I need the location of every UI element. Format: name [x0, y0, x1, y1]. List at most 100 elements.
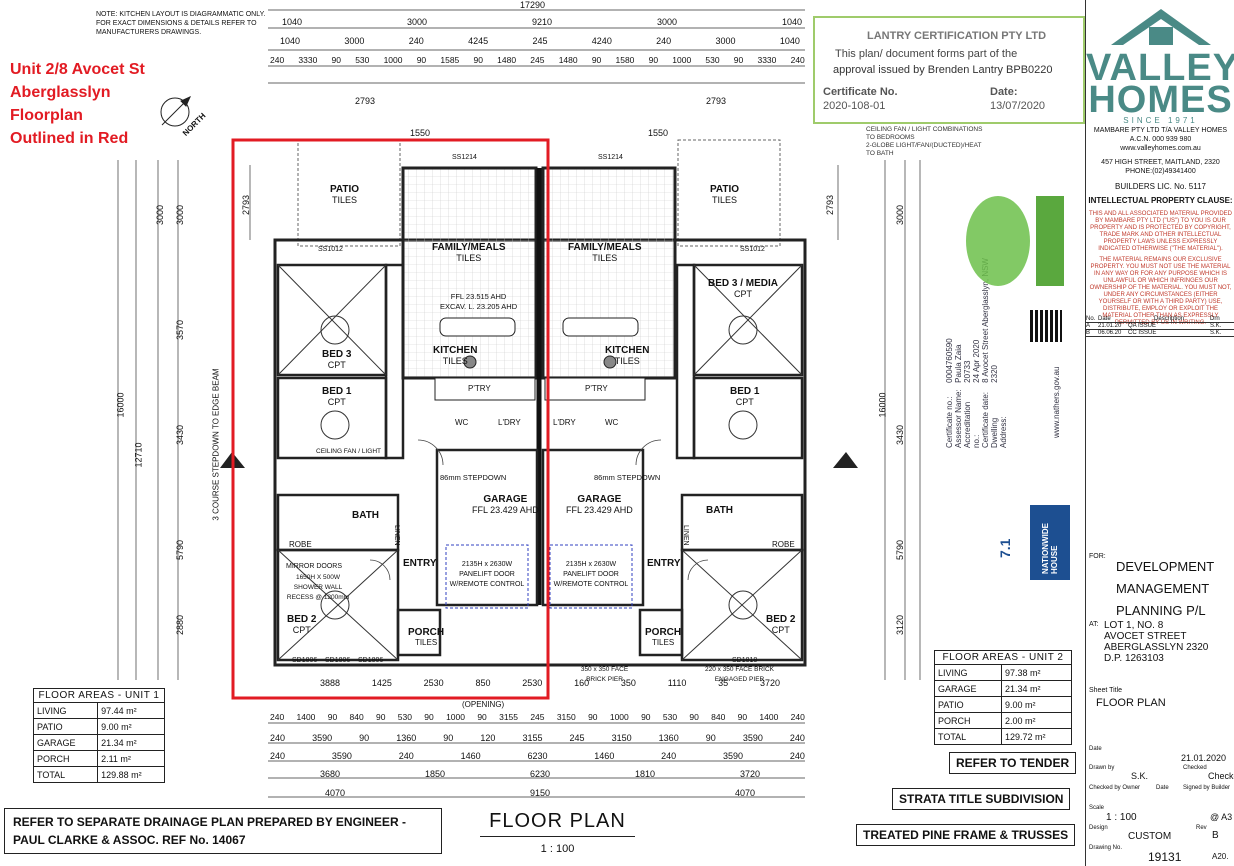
dim-value: 245 [530, 712, 545, 722]
dim-value: 240 [661, 751, 677, 761]
qr-code-icon [1030, 310, 1062, 342]
area-value: 2.11 m² [97, 750, 164, 767]
room-name: KITCHEN [433, 345, 478, 356]
table-row: B 06.06.20 CC ISSUE S.K. [1086, 330, 1234, 337]
room-name: FAMILY/MEALS [568, 242, 642, 253]
room-finish: CPT [327, 397, 346, 407]
dim-value: 1110 [667, 678, 687, 688]
dim-value: 2793 [825, 194, 836, 216]
drainage-note: REFER TO SEPARATE DRAINAGE PLAN PREPARED… [4, 808, 442, 854]
dim-value: 840 [711, 712, 726, 722]
room-finish: FFL 23.429 AHD [566, 505, 633, 515]
unit-title-line: Aberglasslyn [10, 84, 111, 101]
dim-value: 1040 [779, 36, 800, 46]
garage-door-note-right: 2135H x 2630W PANELIFT DOOR W/REMOTE CON… [553, 561, 629, 588]
rev-col: Drn [1210, 316, 1220, 322]
dim-value: 3000 [406, 17, 428, 27]
dim-value: 35 [718, 678, 729, 688]
unit-outline-red [231, 138, 550, 700]
dim-value: 90 [588, 712, 598, 722]
room-name: GARAGE [483, 494, 528, 505]
dim-value: 530 [355, 55, 370, 65]
dim-value: 1400 [296, 712, 316, 722]
section-marker-right [833, 452, 858, 468]
dim-value: 9150 [529, 788, 551, 798]
room-name: ENTRY [647, 558, 681, 569]
checked-owner-label: Checked by Owner [1089, 785, 1141, 791]
dim-value: 1360 [658, 733, 679, 743]
area-label: LIVING [935, 664, 1002, 681]
room-name: KITCHEN [605, 345, 650, 356]
room-finish: TILES [332, 195, 358, 205]
title-block: VALLEY HOMES SINCE 1971 MAMBARE PTY LTD … [1085, 0, 1234, 866]
dim-value: 3570 [175, 319, 186, 341]
area-value: 2.00 m² [1001, 712, 1071, 729]
brand-name: VALLEY [1086, 47, 1234, 89]
dim-value: 120 [480, 733, 496, 743]
dim-value: 90 [641, 712, 651, 722]
shower-note-left: 1650H X 500W SHOWER WALL RECESS @ 1200mm [286, 574, 350, 601]
dim-value: 6230 [529, 769, 550, 779]
room-name: PATIO [710, 184, 740, 195]
room-name: BATH [352, 510, 380, 521]
builders-licence: BUILDERS LIC. No. 5117 [1114, 182, 1206, 191]
drawn-by: S.K. [1131, 771, 1149, 781]
dim-row: 240 3590 90 1360 90 120 3155 245 3150 13… [270, 733, 805, 743]
dim-value: 3000 [656, 17, 677, 27]
dim-value: 6230 [527, 751, 548, 761]
certificate-date-label: Date: [990, 86, 1018, 98]
ip-clause-text: THIS AND ALL ASSOCIATED MATERIAL PROVIDE… [1088, 211, 1233, 252]
treated-pine-stamp: TREATED PINE FRAME & TRUSSES [856, 824, 1076, 846]
dim-value: 850 [475, 678, 491, 688]
drainage-line: REFER TO SEPARATE DRAINAGE PLAN PREPARED… [13, 815, 406, 829]
rev-col: Date [1098, 316, 1111, 322]
pantry-right: P'TRY [585, 384, 608, 393]
dim-value: 530 [397, 712, 412, 722]
dim-value: 350 [620, 678, 636, 688]
top-dimension-lines [268, 9, 805, 84]
nathers-star-rating: 7.1 [990, 510, 1020, 580]
dim-value: 90 [705, 733, 716, 743]
robe-left: ROBE [289, 540, 312, 549]
dim-value: 1000 [383, 55, 403, 65]
site-line: LOT 1, NO. 8 [1104, 620, 1164, 631]
dim-value: 1360 [396, 733, 417, 743]
company-web: www.valleyhomes.com.au [1120, 145, 1201, 152]
site-line: AVOCET STREET [1104, 631, 1187, 642]
area-label: PORCH [34, 750, 99, 767]
dim-value: 245 [569, 733, 585, 743]
room-finish: CPT [292, 625, 311, 635]
ffl-level: FFL 23.515 AHD [450, 292, 507, 301]
sheet-number: A20. [1212, 852, 1229, 861]
nathers-labels: Certificate no.: Assessor Name: Accredit… [945, 389, 1008, 448]
rev-col: No. [1086, 316, 1096, 322]
nathers-label: Dwelling Address: [990, 416, 1008, 448]
dim-row: 240 3590 240 1460 6230 1460 240 3590 240 [270, 751, 805, 761]
dim-value: 240 [408, 36, 424, 46]
nathers-label: Certificate date: [981, 391, 990, 448]
date-label: Date [1089, 746, 1102, 752]
unit-title-line: Floorplan [10, 107, 83, 124]
design-value: CUSTOM [1128, 831, 1172, 842]
company-details: MAMBARE PTY LTD T/A VALLEY HOMES A.C.N. … [1086, 126, 1234, 191]
dim-value: 2530 [522, 678, 543, 688]
client-line: PLANNING P/L [1116, 603, 1206, 618]
dim-row: 240 1400 90 840 90 530 90 1000 90 3155 2… [270, 712, 805, 722]
dim-value: 2793 [241, 194, 252, 216]
room-name: BED 1 [730, 386, 760, 397]
dim-row: 1040 3000 9210 3000 1040 [282, 17, 802, 27]
rev-value: B [1212, 830, 1219, 841]
room-name: BED 1 [322, 386, 352, 397]
dim-row: 240 3330 90 530 1000 90 1585 90 1480 245… [270, 55, 805, 65]
dim-value: 1040 [781, 17, 802, 27]
